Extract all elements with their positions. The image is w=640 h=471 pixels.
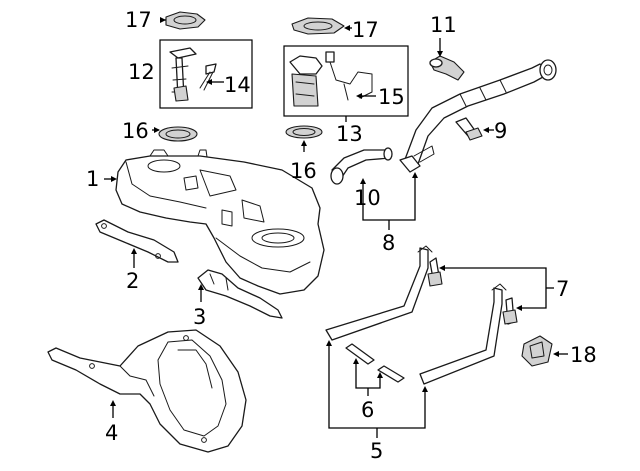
part-11-filler-cap bbox=[429, 55, 465, 81]
callout-17b: 17 bbox=[352, 18, 379, 42]
part-9-bolt bbox=[455, 117, 483, 141]
part-3-tank-shield bbox=[197, 269, 283, 319]
callout-12: 12 bbox=[128, 60, 155, 84]
callout-8: 8 bbox=[382, 231, 395, 255]
callout-15: 15 bbox=[378, 85, 405, 109]
part-16-seal-left bbox=[158, 126, 198, 142]
part-12-sender-bracket bbox=[169, 47, 197, 102]
callout-18: 18 bbox=[570, 343, 597, 367]
callout-5: 5 bbox=[370, 439, 383, 463]
part-15-fuel-pump-module bbox=[289, 51, 373, 107]
callout-9: 9 bbox=[494, 119, 507, 143]
part-17-lock-ring-right bbox=[291, 17, 345, 35]
part-17-lock-ring-left bbox=[165, 11, 206, 30]
callout-6: 6 bbox=[361, 398, 374, 422]
callout-11: 11 bbox=[430, 13, 457, 37]
part-14-level-sensor bbox=[199, 63, 217, 91]
part-1-fuel-tank bbox=[115, 149, 325, 295]
callout-14: 14 bbox=[224, 73, 251, 97]
callout-1: 1 bbox=[86, 167, 99, 191]
part-18-clip bbox=[521, 335, 553, 367]
callout-10: 10 bbox=[354, 186, 381, 210]
part-8-filler-pipe bbox=[399, 59, 557, 173]
part-4-skid-plate bbox=[47, 329, 247, 453]
leader-5-bracket bbox=[328, 344, 426, 429]
part-7-strap-bolts bbox=[427, 257, 518, 325]
callout-16b: 16 bbox=[290, 159, 317, 183]
part-6-strap-insulators bbox=[345, 343, 405, 383]
leader-6-bracket bbox=[355, 362, 381, 389]
part-12-14-group-box bbox=[159, 39, 253, 109]
part-2-heat-shield bbox=[95, 219, 179, 263]
callout-2: 2 bbox=[126, 269, 139, 293]
callout-16a: 16 bbox=[122, 119, 149, 143]
callout-3: 3 bbox=[193, 305, 206, 329]
callout-13: 13 bbox=[336, 122, 363, 146]
part-16-seal-right bbox=[285, 125, 323, 139]
part-10-vent-hose bbox=[330, 147, 393, 185]
part-5-tank-straps bbox=[325, 245, 507, 385]
callout-7: 7 bbox=[556, 277, 569, 301]
callout-4: 4 bbox=[105, 421, 118, 445]
callout-17a: 17 bbox=[125, 8, 152, 32]
